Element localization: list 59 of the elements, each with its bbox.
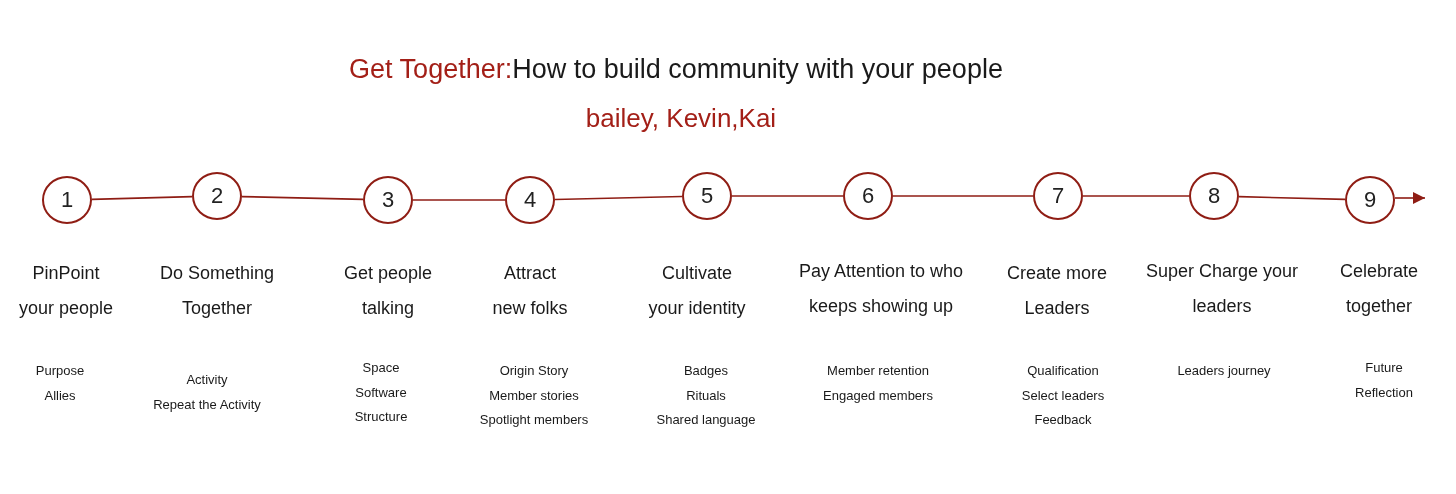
connector-line — [241, 195, 364, 201]
step-number: 6 — [861, 184, 875, 208]
step-title: Celebrate together — [1338, 260, 1419, 318]
step-detail: Future — [1365, 360, 1403, 376]
step-detail: Leaders journey — [1177, 363, 1271, 379]
step-detail: Allies — [44, 387, 76, 404]
connector-line — [554, 195, 683, 201]
step-number: 9 — [1363, 188, 1377, 212]
step-title: Super Charge your leaders — [1144, 260, 1300, 318]
arrow — [1394, 192, 1426, 204]
step-title: Do Something Together — [158, 262, 276, 320]
connector-line — [1082, 195, 1190, 197]
step-circle — [42, 176, 92, 224]
step-number: 5 — [700, 184, 714, 208]
step-detail: Shared language — [656, 412, 756, 428]
step-detail: Feedback — [1034, 412, 1092, 428]
step-title: Pay Attention to who keeps showing up — [797, 260, 965, 318]
step-circle — [843, 172, 893, 220]
step-detail: Purpose — [35, 363, 85, 379]
connector-line — [91, 195, 193, 201]
connector-line — [1238, 195, 1346, 201]
connector-line — [412, 199, 506, 201]
step-title: Create more Leaders — [1005, 262, 1108, 320]
step-circle — [505, 176, 555, 224]
connector-line — [731, 195, 844, 197]
step-circle — [682, 172, 732, 220]
step-detail: Origin Story — [499, 363, 569, 379]
connector-line — [892, 195, 1034, 197]
subtitle: bailey, Kevin,Kai — [585, 102, 777, 134]
step-detail: Member retention — [827, 363, 929, 379]
step-circle — [1189, 172, 1239, 220]
step-detail: Structure — [354, 409, 408, 425]
step-detail: Spotlight members — [479, 412, 589, 428]
step-detail: Engaged members — [823, 387, 933, 404]
step-circle — [192, 172, 242, 220]
step-detail: Rituals — [686, 387, 726, 404]
step-title: PinPoint your people — [17, 262, 115, 320]
step-title: Cultivate your identity — [647, 262, 747, 320]
step-detail: Reflection — [1355, 384, 1413, 401]
step-detail: Software — [355, 384, 407, 401]
title: Get Together:How to build community with your people — [349, 53, 1003, 86]
step-detail: Qualification — [1027, 363, 1099, 379]
step-detail: Badges — [683, 363, 729, 379]
step-circle — [1033, 172, 1083, 220]
step-number: 8 — [1207, 184, 1221, 208]
step-detail: Space — [362, 360, 400, 376]
step-number: 7 — [1051, 184, 1065, 208]
step-number: 1 — [60, 188, 74, 212]
step-detail: Activity — [186, 372, 228, 388]
step-number: 3 — [381, 188, 395, 212]
step-detail: Repeat the Activity — [153, 396, 261, 413]
step-title: Get people talking — [342, 262, 434, 320]
step-circle — [1345, 176, 1395, 224]
step-number: 4 — [523, 188, 537, 212]
step-circle — [363, 176, 413, 224]
step-detail: Member stories — [489, 387, 579, 404]
step-title: Attract new folks — [491, 262, 569, 320]
step-number: 2 — [210, 184, 224, 208]
step-detail: Select leaders — [1021, 387, 1105, 404]
